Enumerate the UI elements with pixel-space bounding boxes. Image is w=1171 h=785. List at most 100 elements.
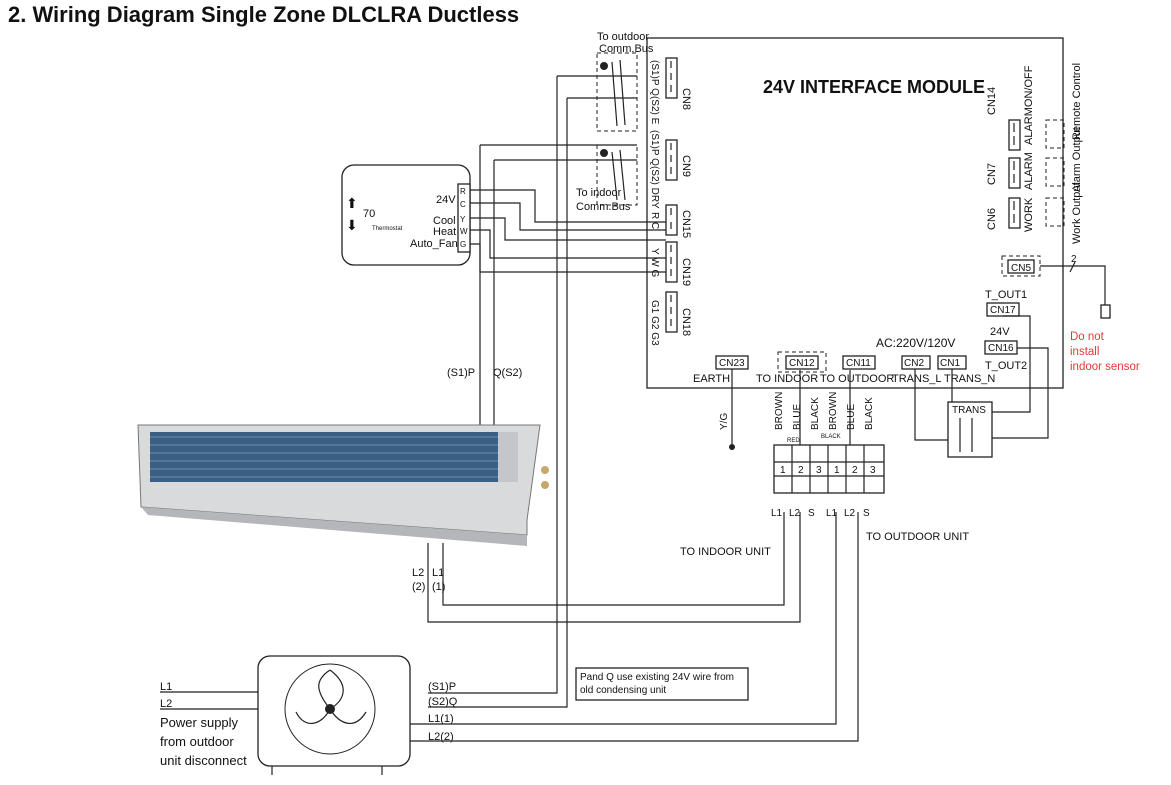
tb-color-4: BROWN: [828, 392, 839, 430]
thermostat-heat-label: Heat: [433, 226, 456, 238]
to-indoor-unit-label: TO INDOOR UNIT: [680, 546, 771, 558]
cn19-connector: CN19 Y W G: [649, 241, 692, 286]
to-outdoor-bus-label-2: Comm.Bus: [599, 43, 654, 55]
sensor-note-3: indoor sensor: [1070, 361, 1140, 373]
to-outdoor-unit-label: TO OUTDOOR UNIT: [866, 531, 969, 543]
to-indoor-bus-label: To indoor: [576, 187, 622, 199]
indoor-l2n-label: (2): [412, 581, 425, 593]
cn8-connector: CN8 (S1)P Q(S2) E: [649, 57, 692, 125]
cn16-label: CN16: [988, 343, 1014, 354]
pq-note-line-2: old condensing unit: [580, 685, 666, 696]
tb-color-2: BLUE: [792, 404, 803, 430]
thermostat-label: Thermostat: [372, 226, 403, 232]
cn15-label: CN15: [680, 210, 692, 238]
cn5-label: CN5: [1011, 263, 1031, 274]
outdoor-unit: [257, 655, 411, 775]
module-title: 24V INTERFACE MODULE: [763, 77, 985, 97]
outdoor-s1p-label: (S1)P: [428, 681, 456, 693]
thermostat-cool-label: Cool: [433, 215, 456, 227]
ac-label: AC:220V/120V: [876, 336, 955, 350]
indoor-unit: [137, 424, 549, 546]
alarm-on-off-label: ALARMON/OFF: [1023, 65, 1035, 145]
remote-control-label: Remote Control: [1071, 63, 1083, 140]
tb-color-1: BROWN: [774, 392, 785, 430]
tb-red-label: RED: [787, 438, 800, 444]
thermostat-temp: 70: [363, 208, 375, 220]
cn1-label: CN1: [940, 358, 960, 369]
sensor-note-2: install: [1070, 346, 1099, 358]
cn7-connector: CN7 ALARM Alarm Output: [986, 127, 1083, 192]
cn19-pins: Y W G: [649, 248, 660, 277]
bus-screw-top: [600, 62, 608, 70]
cn12-label: CN12: [789, 358, 815, 369]
tb-bottom-5: L2: [844, 508, 856, 519]
indoor-l1-label: L1: [432, 567, 444, 579]
cn17-label: CN17: [990, 305, 1016, 316]
cn6-label: CN6: [986, 208, 998, 230]
cn23-label: CN23: [719, 358, 745, 369]
outdoor-l1-right-label: L1(1): [428, 713, 454, 725]
term-g: G: [460, 240, 466, 249]
indoor-qs2-label: Q(S2): [493, 367, 522, 379]
term-c: C: [460, 200, 466, 209]
tb-num-1: 1: [780, 465, 786, 476]
outdoor-l2-right-label: L2(2): [428, 731, 454, 743]
thermostat-24v-label: 24V: [436, 194, 456, 206]
trans-n-label: TRANS_N: [944, 373, 995, 385]
to-outdoor-label: TO OUTDOOR: [820, 373, 894, 385]
indoor-l1n-label: (1): [432, 581, 445, 593]
sensor-note: Do not: [1070, 331, 1105, 343]
cn14-label: CN14: [986, 87, 998, 115]
tb-bottom-4: L1: [826, 508, 838, 519]
work-output-label: Work Output: [1071, 182, 1083, 244]
tb-num-3: 3: [816, 465, 822, 476]
trans-l-label: TRANS_L: [892, 373, 942, 385]
outdoor-l2-label: L2: [160, 698, 172, 710]
transformer: [947, 401, 993, 458]
cn15-pins: R C: [649, 212, 660, 229]
indoor-bus-box: [596, 144, 638, 206]
alarm-label: ALARM: [1023, 152, 1035, 190]
page-title: 2. Wiring Diagram Single Zone DLCLRA Duc…: [8, 2, 520, 27]
cn8-pins: (S1)P Q(S2) E: [649, 60, 660, 125]
cn18-pins: G1 G2 G3: [649, 300, 660, 346]
sensor-icon: [1100, 304, 1111, 319]
power-supply-line-1: Power supply: [160, 715, 239, 730]
tb-color-5: BLUE: [846, 404, 857, 430]
outdoor-s2q-label: (S2)Q: [428, 696, 458, 708]
t-out1-label: T_OUT1: [985, 289, 1027, 301]
outdoor-l1-label: L1: [160, 681, 172, 693]
interface-module: [646, 37, 1064, 389]
earth-ground-icon: [729, 444, 735, 450]
cn8-label: CN8: [680, 88, 692, 110]
cn18-label: CN18: [680, 308, 692, 336]
tb-bottom-1: L1: [771, 508, 783, 519]
thermostat-up-icon: ⬆: [346, 195, 358, 211]
thermostat-autofan-label: Auto_Fan: [410, 238, 458, 250]
trans-label: TRANS: [952, 405, 986, 416]
tb-num-6: 3: [870, 465, 876, 476]
cn11-label: CN11: [846, 358, 871, 369]
t-out2-label: T_OUT2: [985, 360, 1027, 372]
cn15-connector: CN15 R C: [649, 204, 692, 238]
alarm-output-label: Alarm Output: [1071, 127, 1083, 192]
term-y: Y: [460, 215, 466, 224]
cn9-label: CN9: [680, 155, 692, 177]
tb-bottom-2: L2: [789, 508, 801, 519]
outdoor-bus-box: [596, 52, 638, 132]
cn9-connector: CN9 (S1)P Q(S2) DRY: [649, 130, 692, 209]
svg-text:2: 2: [1071, 254, 1077, 265]
cn14-connector: CN14 ALARMON/OFF Remote Control: [986, 63, 1083, 151]
pq-note-box: [575, 667, 749, 701]
tb-color-6: BLACK: [864, 397, 875, 430]
cn2-label: CN2: [904, 358, 924, 369]
term-w: W: [460, 227, 468, 236]
indoor-l2-label: L2: [412, 567, 424, 579]
thermostat-down-icon: ⬇: [346, 217, 358, 233]
tb-num-4: 1: [834, 465, 840, 476]
tb-bottom-6: S: [863, 508, 870, 519]
tb-num-5: 2: [852, 465, 858, 476]
cn19-label: CN19: [680, 258, 692, 286]
cn18-connector: CN18 G1 G2 G3: [649, 291, 692, 346]
